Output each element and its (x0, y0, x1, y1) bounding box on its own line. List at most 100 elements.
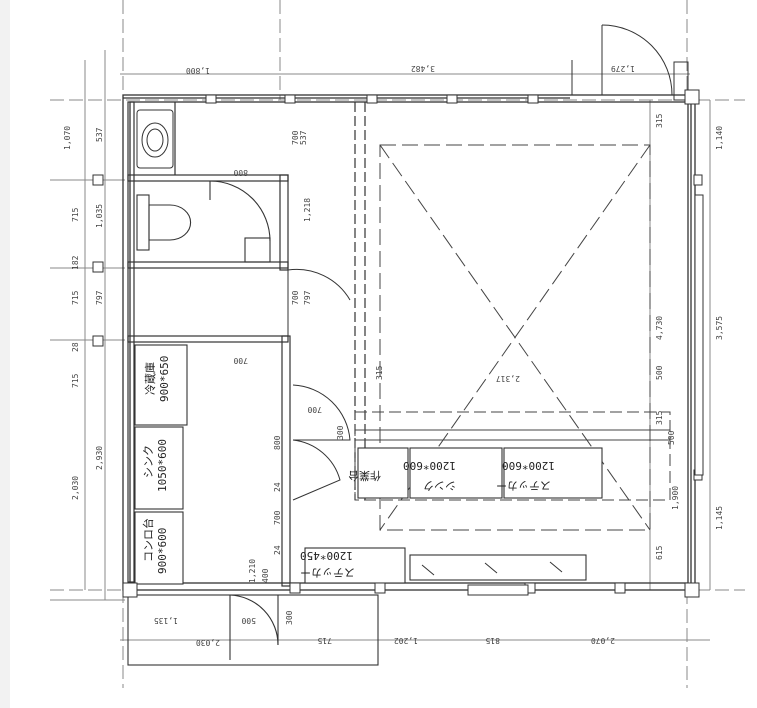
kitchen-door-swing-a (292, 384, 351, 441)
dim-c-537: 537 (299, 130, 308, 145)
wc-door-swing (209, 180, 271, 242)
fridge-name: 冷蔵庫 (143, 362, 157, 395)
window-right (694, 194, 704, 476)
sink-name: シンク (142, 445, 155, 478)
dim-b-2030: 2,030 (196, 638, 220, 647)
counter-fixtures (304, 447, 603, 584)
bench-box (409, 554, 587, 581)
storage-box (357, 447, 409, 499)
toilet-tank (136, 194, 150, 251)
dim-c-1218: 1,218 (303, 198, 312, 222)
sticker-box (503, 447, 603, 499)
dim-l-715a: 715 (71, 207, 80, 222)
kitchen-door (292, 384, 351, 501)
stove-name: コンロ台 (141, 518, 155, 562)
marker-l3 (92, 335, 104, 347)
dim-c-700-top: 700 (233, 356, 248, 365)
dim-l-715b: 715 (71, 290, 80, 305)
sticker-small-box (304, 547, 406, 584)
dim-c-800: 800 (273, 435, 282, 450)
dim-r-1140: 1,140 (715, 126, 724, 150)
fixture-labels: 冷蔵庫 900*650 シンク 1050*600 コンロ台 900*600 作業… (141, 356, 555, 579)
sink2-size: 1200*600 (403, 459, 456, 472)
marker-9 (614, 582, 626, 594)
bench-mark-1 (421, 564, 435, 576)
toilet-sink-small (244, 237, 271, 263)
sticker-small-size: 1200*450 (300, 549, 353, 562)
dim-room-315: 315 (375, 365, 384, 380)
grid-lines (50, 0, 745, 688)
dim-c-797: 797 (303, 290, 312, 305)
dim-r-1900: 1,900 (671, 486, 680, 510)
dim-r-500-mid: 500 (667, 430, 676, 445)
sink2-name: シンク (423, 479, 456, 492)
dim-r-500: 500 (655, 365, 664, 380)
wall-left-inner (127, 101, 135, 583)
dim-c-1210: 1,210 (248, 559, 257, 583)
dim-c-24: 24 (273, 482, 282, 492)
marker-4 (446, 94, 458, 104)
dim-l-2030: 2,030 (71, 476, 80, 500)
dim-r-1145: 1,145 (715, 506, 724, 530)
dim-b-2070: 2,070 (591, 636, 615, 645)
dim-l-537: 537 (95, 127, 104, 142)
dim-c-300: 300 (336, 425, 345, 440)
stove-size: 900*600 (156, 528, 169, 574)
open-area-outline (379, 144, 651, 531)
wall-wc-top (127, 174, 289, 182)
toilet-bowl (148, 204, 192, 241)
marker-corner-bl (122, 582, 138, 598)
bench-mark-3 (549, 561, 563, 573)
wall-kitchen-top (127, 335, 289, 343)
wall-markers (92, 89, 704, 598)
wash-basin (136, 109, 174, 169)
drawing-sheet: 1,800 3,482 1,279 315 1,140 3,575 4,730 … (10, 0, 757, 708)
wall-wc-right (279, 174, 289, 271)
dim-r-315-top: 315 (655, 113, 664, 128)
counter-zone (354, 411, 671, 501)
kitchen-door-swing-b (292, 439, 341, 501)
sticker-small-name: ステッカー (300, 566, 355, 579)
marker-r1 (693, 174, 703, 186)
marker-l2 (92, 261, 104, 273)
storage-name: 作業台 (348, 469, 381, 483)
marker-corner-br (684, 582, 700, 598)
entrance-door (571, 24, 689, 101)
dim-l-2930: 2,930 (95, 446, 104, 470)
dim-b-1202: 1,202 (394, 636, 418, 645)
dim-c-400: 400 (261, 568, 270, 583)
marker-5 (527, 94, 539, 104)
dim-r-4730: 4,730 (655, 316, 664, 340)
wall-kitchen-right (281, 335, 291, 587)
sink-size: 1050*600 (156, 439, 169, 492)
dim-b-715: 715 (317, 636, 332, 645)
dim-c-700-door: 700 (307, 405, 322, 414)
dim-c-700c: 700 (273, 510, 282, 525)
dim-l-28: 28 (71, 342, 80, 352)
sticker-name: ステッカー (496, 479, 551, 492)
bottom-porch (127, 594, 379, 666)
dim-top-left: 1,800 (186, 66, 210, 75)
sink2-box (409, 447, 503, 499)
dim-l-797: 797 (95, 290, 104, 305)
marker-corner-tr (684, 89, 700, 105)
marker-6 (289, 582, 301, 594)
dim-b-1135: 1,135 (154, 616, 178, 625)
dim-b-300: 300 (285, 610, 294, 625)
dim-r-615: 615 (655, 545, 664, 560)
bench-marks (421, 561, 563, 576)
dim-b-815: 815 (485, 636, 500, 645)
stove-box (134, 511, 184, 585)
porch-outline (127, 594, 379, 666)
dim-room-2317: 2,317 (496, 374, 520, 383)
bench-mark-2 (484, 562, 498, 574)
door-swing (601, 24, 673, 96)
window-bottom (467, 584, 529, 596)
toilet-icon (136, 180, 271, 263)
dim-b-500: 500 (241, 616, 256, 625)
dim-l-1035: 1,035 (95, 204, 104, 228)
marker-3 (366, 94, 378, 104)
fridge-size: 900*650 (158, 356, 171, 402)
marker-l1 (92, 174, 104, 186)
dim-r-315-mid: 315 (655, 410, 664, 425)
